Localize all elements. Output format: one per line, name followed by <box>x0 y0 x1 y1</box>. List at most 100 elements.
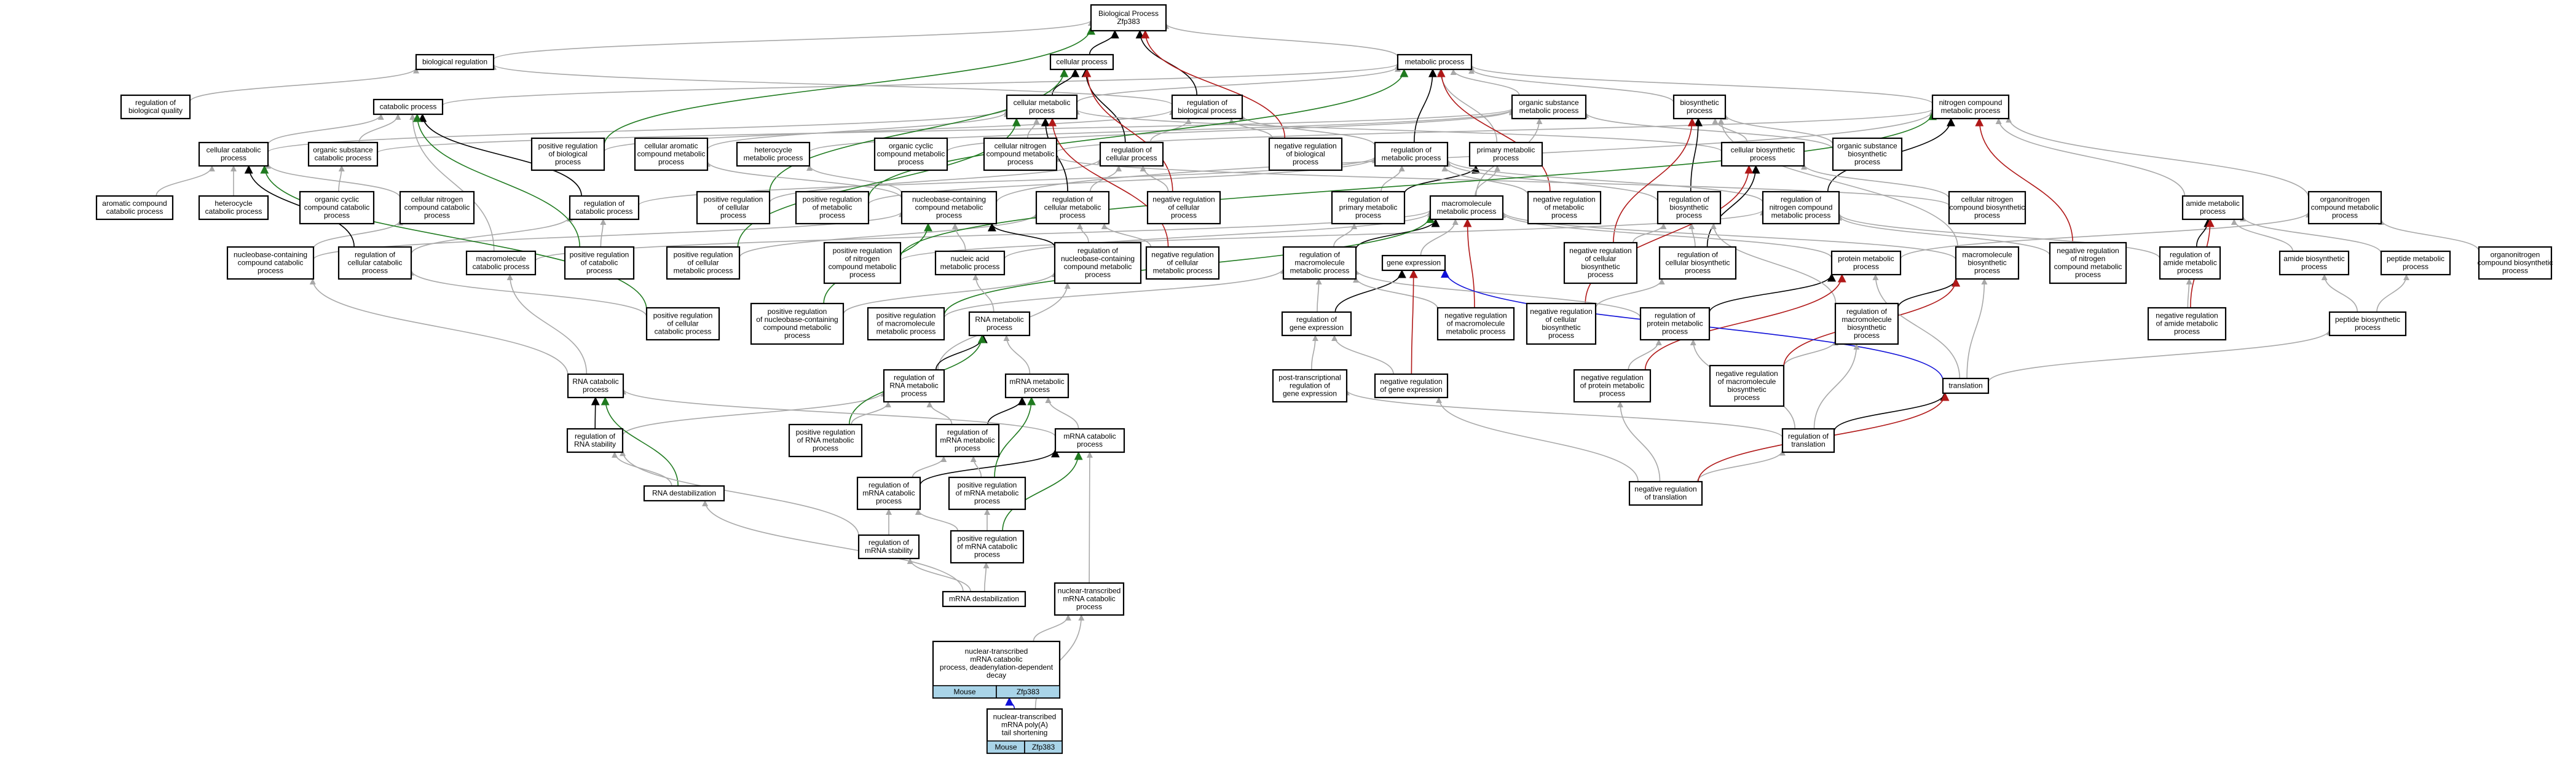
node-label: regulation of <box>1655 311 1696 320</box>
node-reg_macromolecule_biosynthetic[interactable]: regulation ofmacromoleculebiosyntheticpr… <box>1834 302 1899 345</box>
node-label: metabolic process <box>744 154 803 162</box>
node-rna_destabilization[interactable]: RNA destabilization <box>643 485 725 502</box>
node-reg_nucleobase_metabolic[interactable]: regulation ofnucleobase-containingcompou… <box>1054 241 1142 284</box>
node-label: nitrogen compound <box>1939 98 2003 107</box>
node-label: amide metabolic <box>2186 199 2239 208</box>
node-metabolic_process[interactable]: metabolic process <box>1396 53 1473 71</box>
node-catabolic_process[interactable]: catabolic process <box>372 98 444 116</box>
node-gene_expression[interactable]: gene expression <box>1381 254 1446 272</box>
node-mrna_destabilization[interactable]: mRNA destabilization <box>942 590 1026 608</box>
node-cellular_process[interactable]: cellular process <box>1049 53 1114 71</box>
node-translation[interactable]: translation <box>1942 377 1990 394</box>
node-biological_regulation[interactable]: biological regulation <box>415 53 495 71</box>
